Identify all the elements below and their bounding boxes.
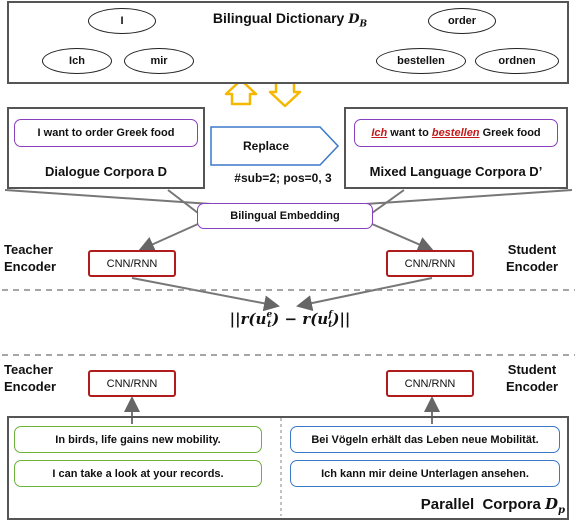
english-sentence: In birds, life gains new mobility. bbox=[55, 433, 221, 446]
teacher-encoder-upper: CNN/RNN bbox=[88, 250, 176, 277]
dictionary-title-subscript: B bbox=[359, 19, 368, 30]
loss-sup1: e bbox=[266, 310, 273, 320]
tree1-child-node: mir bbox=[124, 48, 194, 74]
parallel-caption-symbol: D bbox=[544, 495, 558, 513]
german-sentence: Bei Vögeln erhält das Leben neue Mobilit… bbox=[311, 433, 539, 446]
dialogue-sentence-box: I want to order Greek food bbox=[14, 119, 198, 147]
tree2-root-node: order bbox=[428, 8, 496, 34]
teacher-encoder-text: CNN/RNN bbox=[106, 377, 158, 390]
teacher-line1: Teacher bbox=[4, 362, 53, 377]
student-line2: Encoder bbox=[505, 259, 558, 274]
mixed-sentence-box: Ich want to bestellen Greek food bbox=[354, 119, 558, 147]
tree2-child-node: ordnen bbox=[475, 48, 559, 74]
parallel-corpora-panel bbox=[7, 416, 569, 520]
tree1-child-node: Ich bbox=[42, 48, 112, 74]
teacher-encoder-text: CNN/RNN bbox=[106, 257, 158, 270]
student-line2: Encoder bbox=[505, 379, 558, 394]
student-line1: Student bbox=[507, 242, 557, 257]
loss-sup2: f bbox=[328, 310, 333, 320]
mixed-word-ich: Ich bbox=[371, 127, 388, 139]
mixed-caption: Mixed Language Corpora D’ bbox=[369, 164, 543, 179]
dictionary-title-symbol: D bbox=[348, 12, 360, 27]
student-encoder-upper: CNN/RNN bbox=[386, 250, 474, 277]
loss-r2: r(u bbox=[302, 310, 329, 328]
loss-sub1: t bbox=[267, 320, 272, 330]
german-sentence-box: Ich kann mir deine Unterlagen ansehen. bbox=[290, 460, 560, 487]
parallel-caption-subscript: p bbox=[558, 505, 565, 516]
mixed-word-bestellen: bestellen bbox=[431, 127, 480, 139]
teacher-to-loss-arrow bbox=[131, 277, 280, 312]
teacher-line1: Teacher bbox=[4, 242, 53, 257]
up-arrow-icon bbox=[224, 78, 258, 106]
mixed-text-1: want to bbox=[387, 127, 432, 139]
loss-sub2: t bbox=[328, 320, 333, 330]
loss-close: )|| bbox=[332, 310, 351, 328]
parallel-caption: Parallel Corpora Dp bbox=[380, 495, 565, 516]
student-line1: Student bbox=[507, 362, 557, 377]
loss-open: || bbox=[229, 310, 241, 328]
dictionary-title: Bilingual Dictionary DB bbox=[170, 10, 410, 34]
teacher-encoder-label-lower: Teacher Encoder bbox=[4, 361, 74, 395]
german-sentence: Ich kann mir deine Unterlagen ansehen. bbox=[321, 467, 529, 480]
bilingual-embedding-label: Bilingual Embedding bbox=[230, 210, 340, 222]
parallel-caption-text: Parallel Corpora bbox=[420, 496, 541, 513]
student-encoder-label-lower: Student Encoder bbox=[497, 361, 567, 395]
student-encoder-text: CNN/RNN bbox=[404, 377, 456, 390]
english-sentence-box: I can take a look at your records. bbox=[14, 460, 262, 487]
english-sentence-box: In birds, life gains new mobility. bbox=[14, 426, 262, 453]
mixed-to-embedding-line bbox=[371, 189, 405, 214]
student-encoder-lower: CNN/RNN bbox=[386, 370, 474, 397]
german-sentence-box: Bei Vögeln erhält das Leben neue Mobilit… bbox=[290, 426, 560, 453]
teacher-line2: Encoder bbox=[4, 379, 57, 394]
bilingual-embedding-box: Bilingual Embedding bbox=[197, 203, 373, 229]
dictionary-title-text: Bilingual Dictionary bbox=[212, 10, 345, 26]
mixed-text-2: Greek food bbox=[479, 127, 541, 139]
student-to-loss-arrow bbox=[296, 277, 433, 311]
replace-params: #sub=2; pos=0, 3 bbox=[234, 171, 332, 185]
embedding-to-teacher-arrow bbox=[138, 223, 199, 252]
teacher-line2: Encoder bbox=[4, 259, 57, 274]
loss-minus: ) − bbox=[272, 310, 303, 328]
student-encoder-text: CNN/RNN bbox=[404, 257, 456, 270]
replace-arrow-shape bbox=[210, 126, 340, 166]
embedding-to-student-arrow bbox=[371, 223, 434, 252]
dialogue-caption: Dialogue Corpora D bbox=[44, 164, 168, 179]
tree1-root-node: I bbox=[88, 8, 156, 34]
teacher-encoder-lower: CNN/RNN bbox=[88, 370, 176, 397]
student-encoder-label-upper: Student Encoder bbox=[497, 241, 567, 275]
english-sentence: I can take a look at your records. bbox=[52, 467, 224, 480]
teacher-encoder-label-upper: Teacher Encoder bbox=[4, 241, 74, 275]
tree2-child-node: bestellen bbox=[376, 48, 466, 74]
dialogue-sentence: I want to order Greek food bbox=[37, 127, 175, 139]
loss-r1: r(u bbox=[240, 310, 267, 328]
replace-label: Replace bbox=[242, 139, 290, 153]
mixed-sentence: Ich want to bestellen Greek food bbox=[371, 127, 540, 139]
